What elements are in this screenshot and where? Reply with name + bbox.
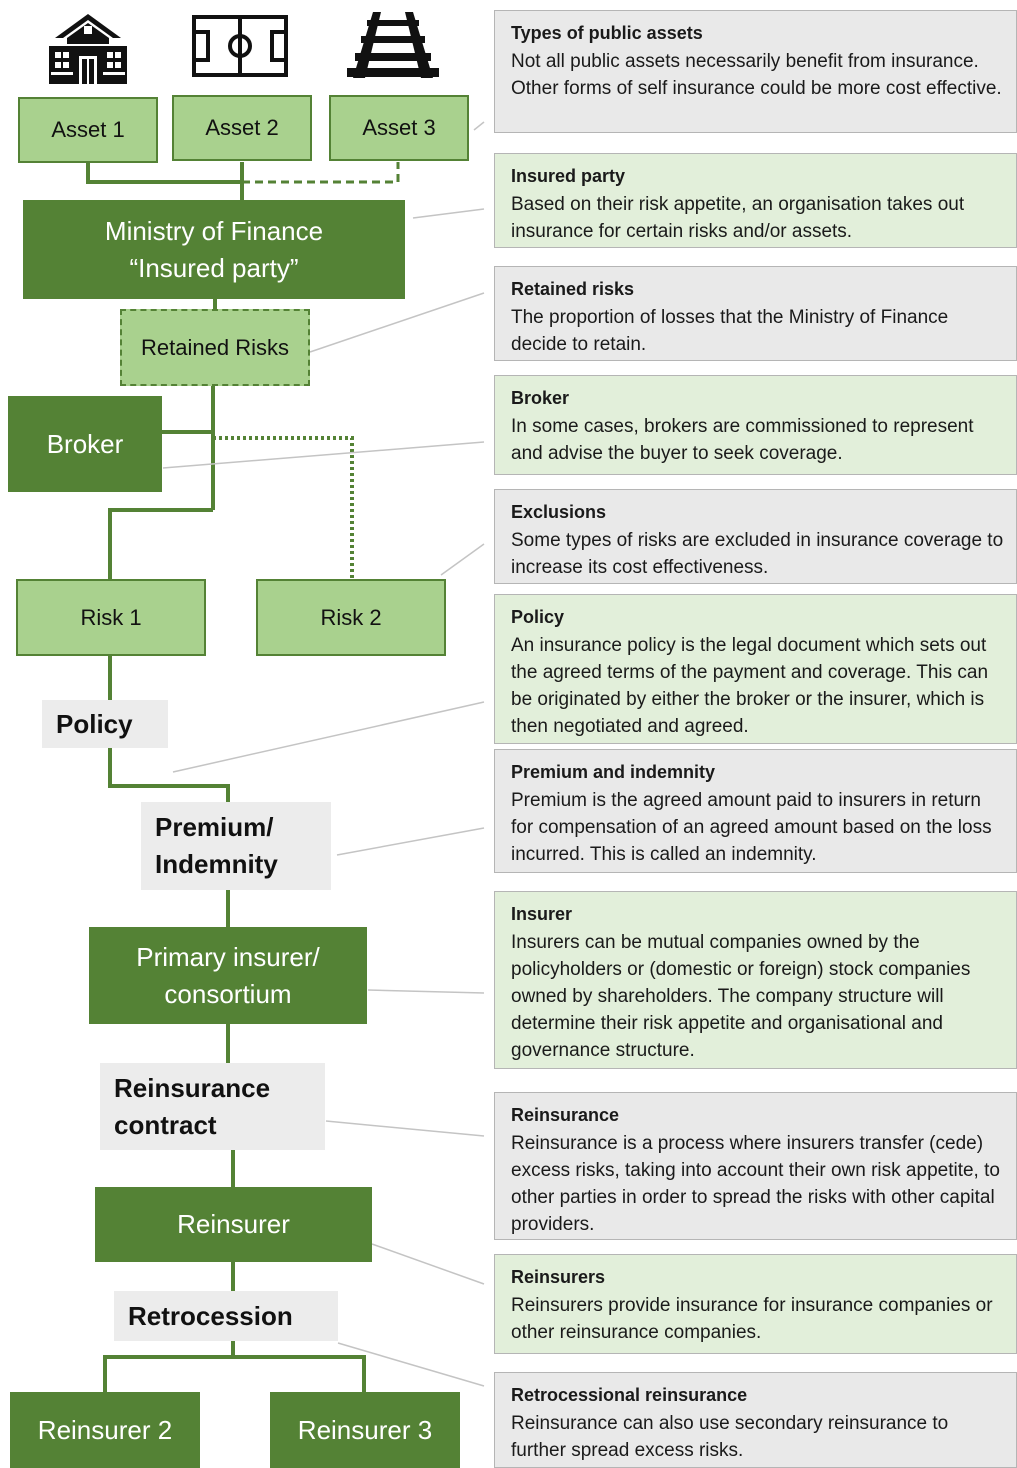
desc-body: In some cases, brokers are commissioned … — [511, 416, 974, 464]
desc-title: Retained risks — [511, 279, 635, 299]
desc-title: Insurer — [511, 904, 573, 924]
desc-body: Not all public assets necessarily benefi… — [511, 51, 1002, 99]
desc-title: Broker — [511, 388, 570, 408]
reinsurer-box: Reinsurer — [95, 1187, 372, 1262]
desc-body: Some types of risks are excluded in insu… — [511, 530, 1004, 578]
reinsurance-contract-line1: Reinsurance — [114, 1072, 271, 1103]
desc-body: Reinsurers provide insurance for insuran… — [511, 1295, 993, 1343]
desc-body: Insurers can be mutual companies owned b… — [511, 932, 971, 1061]
desc-types-of-public-assets: Types of public assets Not all public as… — [494, 10, 1017, 133]
asset-1-box: Asset 1 — [18, 97, 158, 163]
primary-insurer-box: Primary insurer/ consortium — [89, 927, 367, 1024]
desc-retrocessional-reinsurance: Retrocessional reinsurance Reinsurance c… — [494, 1372, 1017, 1468]
asset-3-box: Asset 3 — [329, 95, 469, 161]
desc-retained-risks: Retained risks The proportion of losses … — [494, 266, 1017, 361]
desc-body: Reinsurance is a process where insurers … — [511, 1133, 1000, 1235]
primary-insurer-line2: consortium — [164, 978, 292, 1009]
railway-track-icon — [343, 10, 443, 80]
reinsurance-contract-line2: contract — [114, 1109, 217, 1140]
desc-title: Retrocessional reinsurance — [511, 1385, 748, 1405]
asset-2-box: Asset 2 — [172, 95, 312, 161]
indemnity-line: Indemnity — [155, 849, 278, 879]
broker-box: Broker — [8, 396, 162, 492]
desc-body: Premium is the agreed amount paid to ins… — [511, 790, 992, 865]
ministry-title: Ministry of Finance — [104, 215, 324, 246]
desc-body: The proportion of losses that the Minist… — [511, 307, 949, 355]
desc-reinsurers: Reinsurers Reinsurers provide insurance … — [494, 1254, 1017, 1354]
retained-risks-box: Retained Risks — [120, 309, 310, 386]
premium-indemnity-label: Premium/ Indemnity — [141, 802, 331, 890]
football-pitch-icon — [191, 14, 289, 78]
desc-title: Premium and indemnity — [511, 762, 716, 782]
ministry-subtitle: “Insured party” — [129, 252, 299, 283]
desc-title: Reinsurance — [511, 1105, 620, 1125]
primary-insurer-line1: Primary insurer/ — [136, 941, 320, 972]
desc-exclusions: Exclusions Some types of risks are exclu… — [494, 489, 1017, 584]
risk-2-box: Risk 2 — [256, 579, 446, 656]
risk-1-box: Risk 1 — [16, 579, 206, 656]
desc-body: An insurance policy is the legal documen… — [511, 635, 989, 737]
desc-title: Policy — [511, 607, 565, 627]
desc-broker: Broker In some cases, brokers are commis… — [494, 375, 1017, 475]
reinsurer-3-box: Reinsurer 3 — [270, 1392, 460, 1468]
desc-premium-and-indemnity: Premium and indemnity Premium is the agr… — [494, 749, 1017, 873]
policy-label: Policy — [42, 700, 168, 748]
school-building-icon — [43, 12, 133, 86]
desc-title: Types of public assets — [511, 23, 703, 43]
desc-insurer: Insurer Insurers can be mutual companies… — [494, 891, 1017, 1069]
premium-line: Premium/ — [155, 812, 274, 842]
reinsurance-contract-label: Reinsurance contract — [100, 1063, 325, 1150]
retrocession-label: Retrocession — [114, 1291, 338, 1341]
desc-title: Insured party — [511, 166, 626, 186]
reinsurer-2-box: Reinsurer 2 — [10, 1392, 200, 1468]
desc-policy: Policy An insurance policy is the legal … — [494, 594, 1017, 744]
desc-body: Based on their risk appetite, an organis… — [511, 194, 965, 242]
ministry-of-finance-box: Ministry of Finance “Insured party” — [23, 200, 405, 299]
desc-reinsurance: Reinsurance Reinsurance is a process whe… — [494, 1092, 1017, 1240]
desc-body: Reinsurance can also use secondary reins… — [511, 1413, 949, 1461]
desc-title: Reinsurers — [511, 1267, 606, 1287]
desc-insured-party: Insured party Based on their risk appeti… — [494, 153, 1017, 248]
desc-title: Exclusions — [511, 502, 607, 522]
